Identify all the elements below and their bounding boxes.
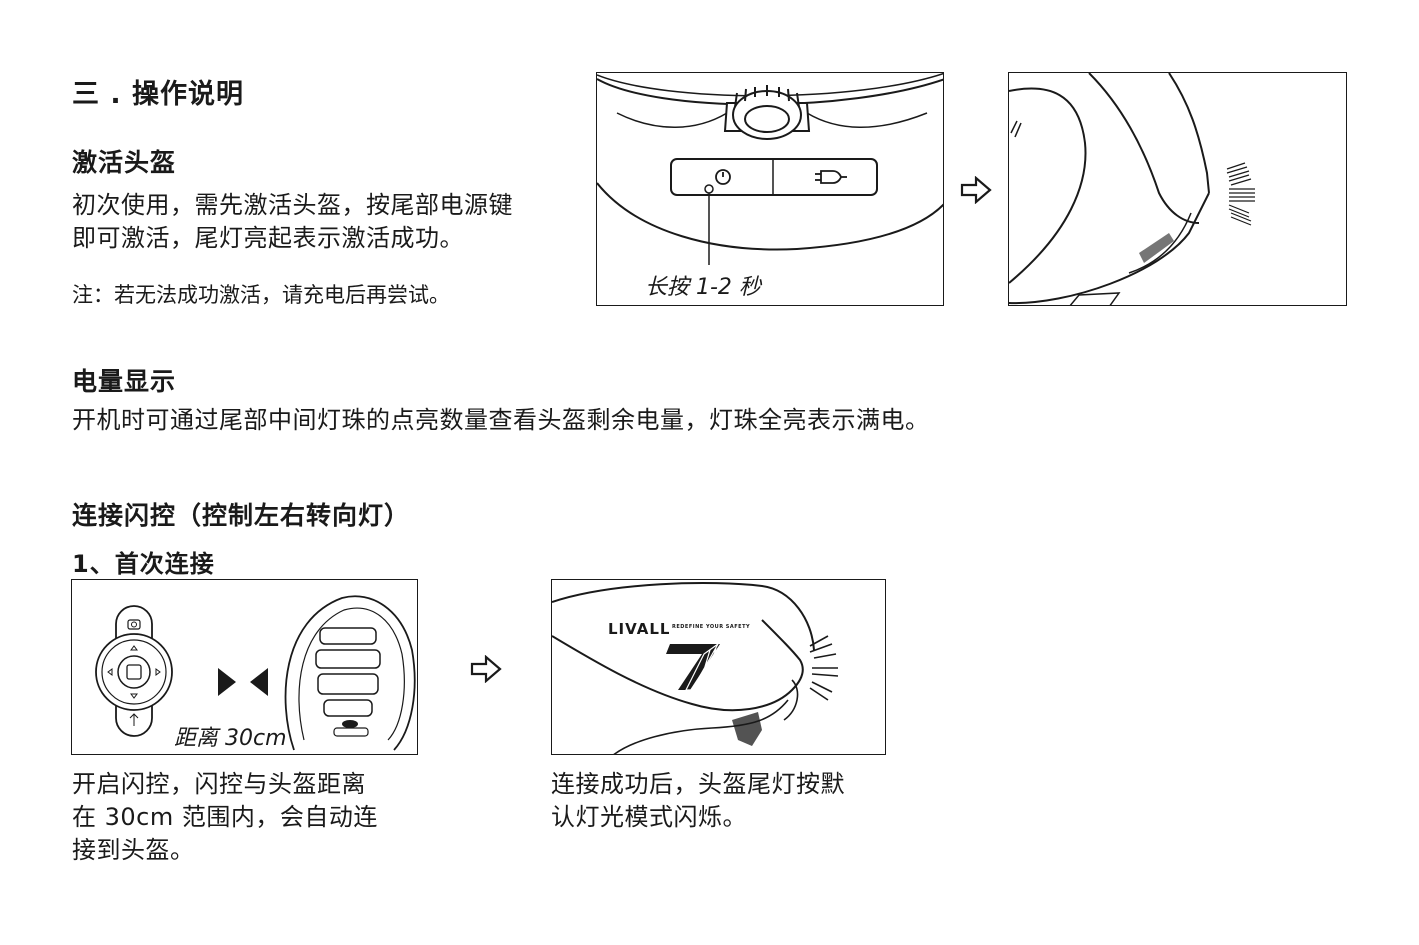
caption-right-line2: 认灯光模式闪烁。 (551, 803, 747, 831)
helmet-side-drawing (1009, 73, 1255, 305)
activate-text-line2: 即可激活，尾灯亮起表示激活成功。 (72, 224, 464, 252)
helmet-bottom-drawing (597, 73, 943, 265)
battery-text: 开机时可通过尾部中间灯珠的点亮数量查看头盔剩余电量，灯珠全亮表示满电。 (72, 406, 930, 434)
caption-left-line2: 在 30cm 范围内，会自动连 (72, 803, 378, 831)
remote-control-icon (95, 605, 173, 737)
power-button-illustration: 长按 1-2 秒 (596, 72, 944, 306)
activate-heading: 激活头盔 (72, 148, 177, 177)
helmet-livall-drawing (552, 582, 839, 754)
caption-right: 连接成功后，头盔尾灯按默 认灯光模式闪烁。 (551, 768, 911, 834)
activate-note: 注：若无法成功激活，请充电后再尝试。 (72, 283, 450, 307)
activate-text: 初次使用，需先激活头盔，按尾部电源键 即可激活，尾灯亮起表示激活成功。 (72, 189, 582, 255)
light-rays-icon (809, 635, 839, 701)
helmet-rear-drawing (284, 595, 416, 751)
distance-label: 距离 30cm (174, 726, 287, 751)
brand-slogan: REDEFINE YOUR SAFETY (672, 624, 751, 630)
charging-plug-icon (815, 170, 847, 184)
brand-logo: LIVALL (608, 620, 671, 638)
battery-heading: 电量显示 (72, 367, 177, 396)
seven-logo-icon (666, 643, 720, 691)
remote-and-helmet-drawing (95, 595, 416, 751)
caption-left-line1: 开启闪控，闪控与头盔距离 (72, 770, 366, 798)
caption-right-line1: 连接成功后，头盔尾灯按默 (551, 770, 845, 798)
hollow-right-arrow-icon (960, 176, 992, 204)
section-title: 三 . 操作说明 (72, 79, 245, 110)
light-rays-icon (1226, 162, 1255, 226)
taillight-flashing-illustration: LIVALL REDEFINE YOUR SAFETY (551, 579, 886, 755)
pairing-triangles-icon (218, 668, 268, 696)
power-button-icon (715, 169, 731, 185)
caption-left-line3: 接到头盔。 (72, 836, 195, 864)
connect-heading: 连接闪控（控制左右转向灯） (72, 501, 411, 530)
first-connection-heading: 1、首次连接 (72, 550, 215, 578)
taillight-on-illustration (1008, 72, 1347, 306)
caption-left: 开启闪控，闪控与头盔距离 在 30cm 范围内，会自动连 接到头盔。 (72, 768, 432, 867)
dial-knob (732, 85, 802, 140)
press-duration-label: 长按 1-2 秒 (645, 275, 761, 300)
remote-distance-illustration: 距离 30cm (71, 579, 418, 755)
activate-text-line1: 初次使用，需先激活头盔，按尾部电源键 (72, 191, 513, 219)
hollow-right-arrow-icon (470, 655, 502, 683)
